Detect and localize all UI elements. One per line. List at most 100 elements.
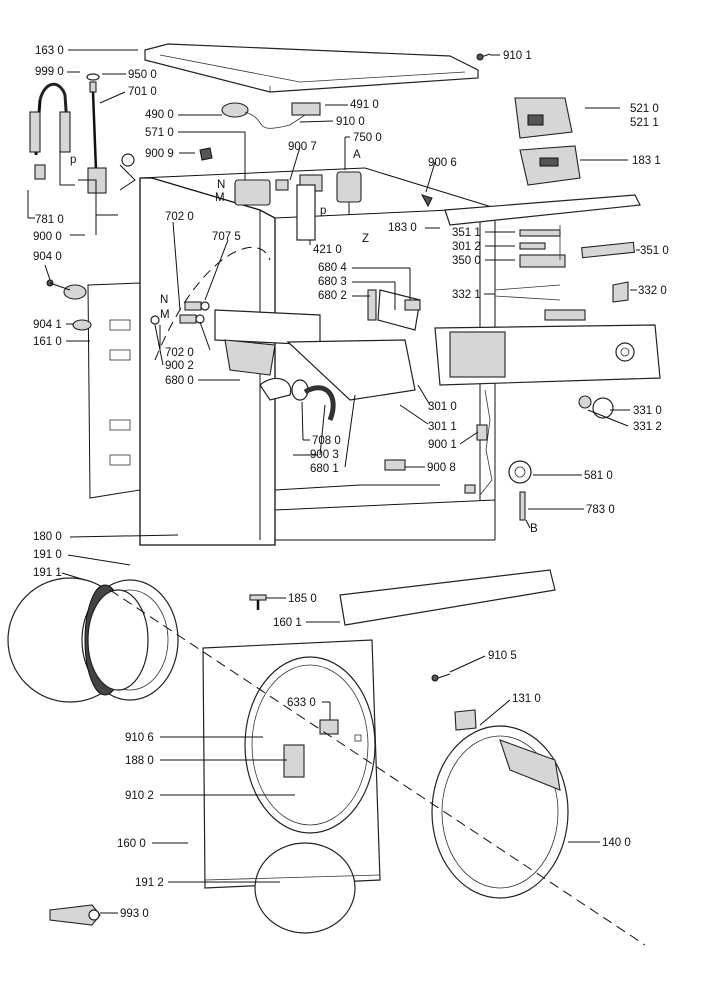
clip-900-8	[384, 459, 406, 471]
callout-185-0: 185 0	[288, 593, 317, 605]
motor-block-571	[234, 179, 271, 206]
callout-910-0: 910 0	[336, 116, 365, 128]
drawer-axis	[154, 246, 271, 361]
callout-191-2: 191 2	[135, 877, 164, 889]
callout-351-1: 351 1	[452, 227, 481, 239]
callout-191-0: 191 0	[33, 549, 62, 561]
callout-900-9: 900 9	[145, 148, 174, 160]
callout-131-0: 131 0	[512, 693, 541, 705]
side-harness	[464, 389, 493, 496]
marker-m-top: M	[215, 192, 225, 204]
marker-n-mid: N	[160, 294, 168, 306]
callout-161-0: 161 0	[33, 336, 62, 348]
callout-910-5: 910 5	[488, 650, 517, 662]
front-panel	[202, 639, 381, 934]
callout-910-1: 910 1	[503, 50, 532, 62]
callout-581-0: 581 0	[584, 470, 613, 482]
door-191	[7, 577, 179, 703]
callout-521-0: 521 0	[630, 103, 659, 115]
callout-191-1: 191 1	[33, 567, 62, 579]
callout-183-1: 183 1	[632, 155, 661, 167]
callout-783-0: 783 0	[586, 504, 615, 516]
marker-p-left: p	[70, 154, 76, 166]
callout-188-0: 188 0	[125, 755, 154, 767]
callout-680-4: 680 4	[318, 262, 347, 274]
screw-910-1	[476, 53, 491, 61]
callout-900-0: 900 0	[33, 231, 62, 243]
callout-180-0: 180 0	[33, 531, 62, 543]
pressure-switch	[275, 171, 362, 215]
detergent-drawer	[214, 289, 421, 401]
callout-993-0: 993 0	[120, 908, 149, 920]
callout-331-2: 331 2	[633, 421, 662, 433]
bracket-421	[296, 184, 316, 241]
door-lock-581	[508, 460, 532, 484]
screw-910-5	[431, 673, 451, 682]
callout-900-2: 900 2	[165, 360, 194, 372]
callout-183-0: 183 0	[388, 222, 417, 234]
level-rod	[86, 73, 100, 171]
callout-900-3: 900 3	[310, 449, 339, 461]
knob-331	[578, 395, 614, 419]
callout-332-0: 332 0	[638, 285, 667, 297]
callout-633-0: 633 0	[287, 697, 316, 709]
valve-bracket	[59, 150, 136, 216]
door-ring-140	[431, 725, 569, 899]
callout-701-0: 701 0	[128, 86, 157, 98]
callout-571-0: 571 0	[145, 127, 174, 139]
callout-332-1: 332 1	[452, 289, 481, 301]
callout-702-0-mid: 702 0	[165, 347, 194, 359]
callout-490-0: 490 0	[145, 109, 174, 121]
callout-904-0: 904 0	[33, 251, 62, 263]
callout-904-1: 904 1	[33, 319, 62, 331]
callout-707-5: 707 5	[212, 231, 241, 243]
control-panel	[434, 324, 661, 386]
marker-b: B	[530, 523, 538, 535]
feet-904	[46, 279, 92, 331]
marker-p-right: p	[320, 205, 326, 217]
fill-hose-assembly	[29, 82, 71, 180]
callout-301-1: 301 1	[428, 421, 457, 433]
callout-301-2: 301 2	[452, 241, 481, 253]
callout-301-0: 301 0	[428, 401, 457, 413]
callout-750-0: 750 0	[353, 132, 382, 144]
callout-160-0: 160 0	[117, 838, 146, 850]
callout-331-0: 331 0	[633, 405, 662, 417]
callout-708-0: 708 0	[312, 435, 341, 447]
callout-910-2: 910 2	[125, 790, 154, 802]
callout-910-6: 910 6	[125, 732, 154, 744]
back-panel	[87, 282, 141, 499]
callout-140-0: 140 0	[602, 837, 631, 849]
callout-950-0: 950 0	[128, 69, 157, 81]
callout-351-0: 351 0	[640, 245, 669, 257]
tool-993	[49, 904, 101, 926]
top-rail-183	[444, 194, 641, 226]
marker-a: A	[353, 149, 361, 161]
callout-702-0-top: 702 0	[165, 211, 194, 223]
callout-491-0: 491 0	[350, 99, 379, 111]
callout-labels: 163 0 999 0 950 0 701 0 910 1 490 0 491 …	[33, 45, 669, 920]
callout-900-8: 900 8	[427, 462, 456, 474]
kickplate-160-1	[339, 569, 556, 626]
callout-900-7: 900 7	[288, 141, 317, 153]
callout-999-0: 999 0	[35, 66, 64, 78]
callout-350-0: 350 0	[452, 255, 481, 267]
marker-m-mid: M	[160, 309, 170, 321]
clip-900-6	[420, 194, 433, 208]
switch-bar-351	[581, 241, 635, 259]
callout-680-1: 680 1	[310, 463, 339, 475]
callout-900-1: 900 1	[428, 439, 457, 451]
module-183-1	[519, 145, 581, 186]
hinge-131	[454, 709, 477, 731]
assembly-axis	[109, 589, 646, 946]
switch-parts	[519, 225, 566, 268]
buttons-332	[494, 281, 629, 321]
clip-900-9	[199, 147, 213, 161]
callout-160-1: 160 1	[273, 617, 302, 629]
marker-z: Z	[362, 233, 369, 245]
callout-680-3: 680 3	[318, 276, 347, 288]
marker-n-top: N	[217, 179, 225, 191]
clamps-702	[150, 301, 210, 325]
top-cover	[144, 43, 479, 93]
